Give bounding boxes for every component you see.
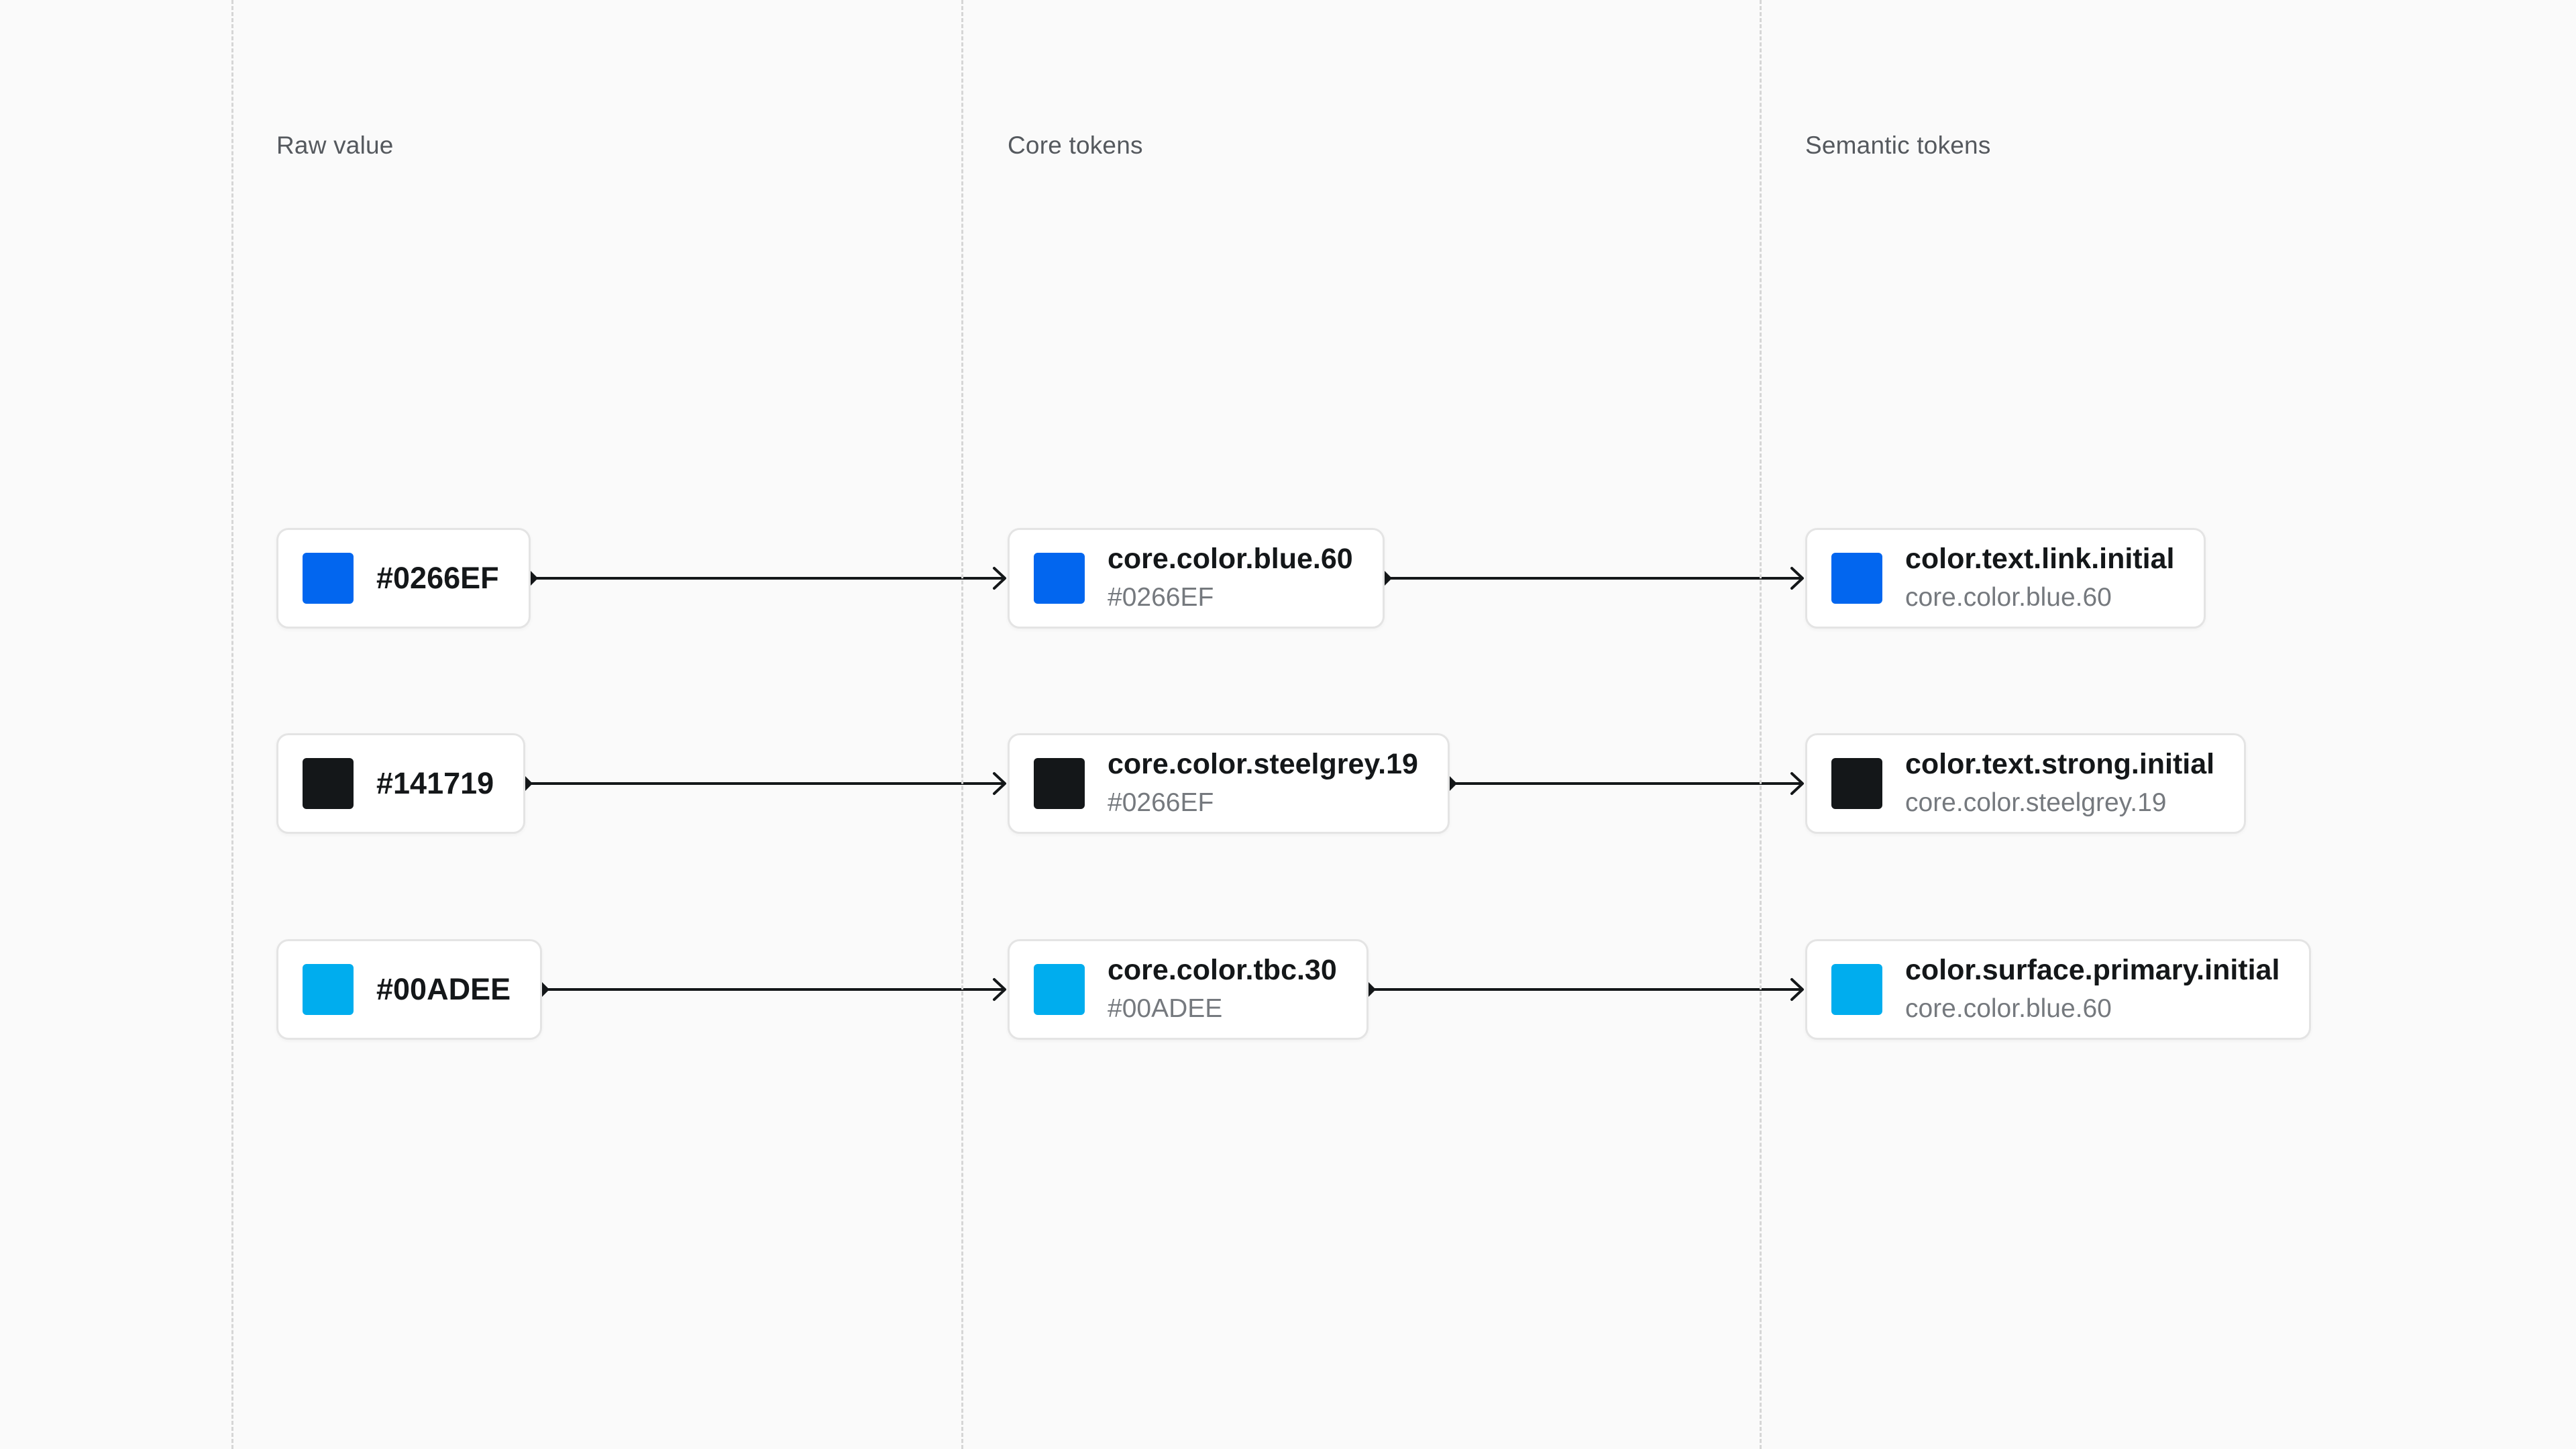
semantic-token-name: color.text.link.initial xyxy=(1905,543,2175,575)
core-token-card[interactable]: core.color.tbc.30 #00ADEE xyxy=(1008,939,1368,1040)
core-token-value: #0266EF xyxy=(1108,583,1214,612)
semantic-token-card[interactable]: color.text.link.initial core.color.blue.… xyxy=(1805,528,2206,629)
connector-arrowhead xyxy=(1790,978,1804,1001)
connector-arrow xyxy=(1377,567,1804,590)
column-divider-right xyxy=(1760,0,1762,1449)
raw-value-card[interactable]: #141719 xyxy=(276,733,526,834)
color-swatch xyxy=(1034,964,1085,1015)
column-heading-core-tokens: Core tokens xyxy=(1008,131,1143,159)
connector-arrow xyxy=(1442,772,1804,795)
core-token-name: core.color.blue.60 xyxy=(1108,543,1353,575)
connector-arrow xyxy=(535,978,1006,1001)
connector-arrowhead xyxy=(1790,772,1804,795)
semantic-token-reference: core.color.blue.60 xyxy=(1905,583,2112,612)
connector-arrowhead xyxy=(1790,567,1804,590)
color-swatch xyxy=(303,964,354,1015)
semantic-token-reference: core.color.blue.60 xyxy=(1905,994,2112,1023)
core-token-value: #00ADEE xyxy=(1108,994,1223,1023)
color-swatch xyxy=(1831,553,1882,604)
semantic-token-reference: core.color.steelgrey.19 xyxy=(1905,788,2167,817)
connector-arrowhead xyxy=(993,978,1006,1001)
raw-value-label: #00ADEE xyxy=(376,972,511,1006)
core-token-name: core.color.tbc.30 xyxy=(1108,954,1337,986)
raw-value-card[interactable]: #00ADEE xyxy=(276,939,543,1040)
semantic-token-name: color.surface.primary.initial xyxy=(1905,954,2280,986)
color-swatch xyxy=(1034,553,1085,604)
column-divider-middle xyxy=(961,0,963,1449)
connector-arrow xyxy=(1361,978,1804,1001)
core-token-card[interactable]: core.color.blue.60 #0266EF xyxy=(1008,528,1385,629)
core-token-name: core.color.steelgrey.19 xyxy=(1108,748,1418,780)
connector-arrow xyxy=(523,567,1006,590)
color-swatch xyxy=(303,758,354,809)
connector-arrow xyxy=(518,772,1006,795)
raw-value-label: #141719 xyxy=(376,766,494,800)
core-token-value: #0266EF xyxy=(1108,788,1214,817)
column-heading-semantic-tokens: Semantic tokens xyxy=(1805,131,1991,159)
raw-value-label: #0266EF xyxy=(376,561,499,595)
semantic-token-name: color.text.strong.initial xyxy=(1905,748,2215,780)
color-swatch xyxy=(1831,964,1882,1015)
semantic-token-card[interactable]: color.surface.primary.initial core.color… xyxy=(1805,939,2312,1040)
connector-arrowhead xyxy=(993,567,1006,590)
raw-value-card[interactable]: #0266EF xyxy=(276,528,531,629)
color-swatch xyxy=(1034,758,1085,809)
column-heading-raw-value: Raw value xyxy=(276,131,394,159)
color-swatch xyxy=(1831,758,1882,809)
connector-arrowhead xyxy=(993,772,1006,795)
semantic-token-card[interactable]: color.text.strong.initial core.color.ste… xyxy=(1805,733,2247,834)
core-token-card[interactable]: core.color.steelgrey.19 #0266EF xyxy=(1008,733,1450,834)
column-divider-left xyxy=(231,0,233,1449)
color-swatch xyxy=(303,553,354,604)
